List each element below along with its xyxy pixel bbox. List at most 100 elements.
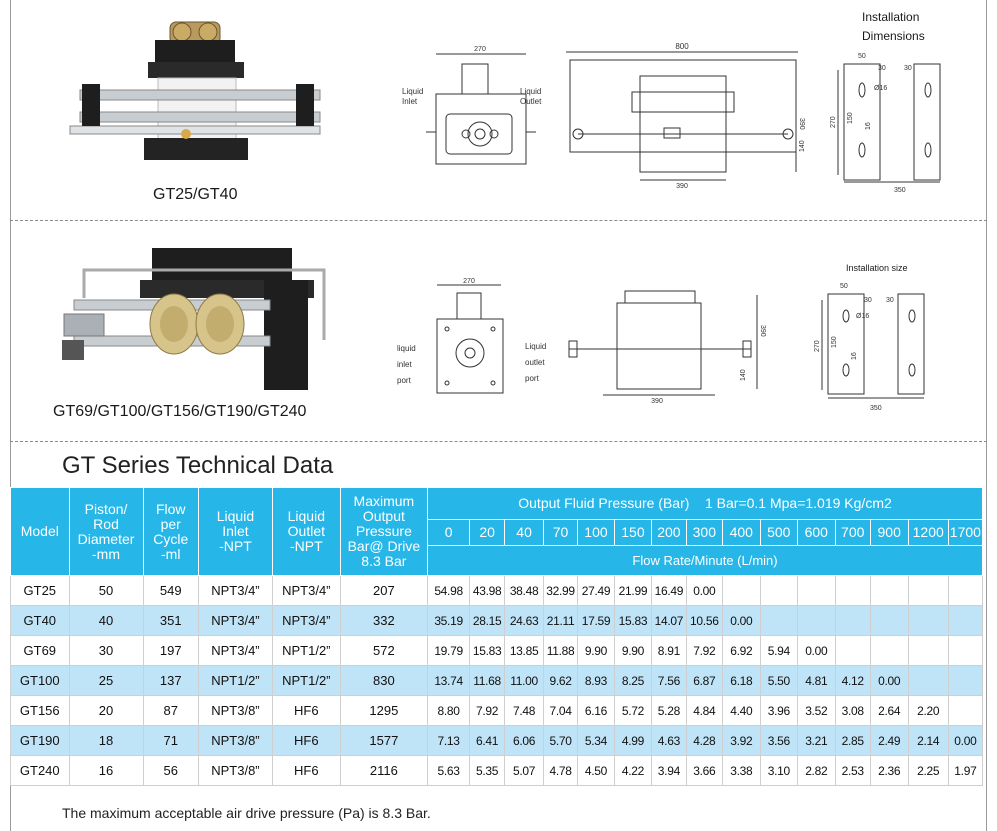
liquid-outlet-label-1: Liquid	[520, 87, 541, 96]
cell-flow-rate: 0.00	[947, 725, 984, 756]
cell-flow-rate: 4.63	[650, 725, 687, 756]
cell-dia: 16	[68, 755, 144, 786]
hdr-flow-3: Cycle	[153, 530, 189, 547]
mid-inst-16: 16	[851, 352, 858, 360]
cell-model: GT240	[10, 755, 70, 786]
cell-flow-rate: 3.21	[796, 725, 836, 756]
cell-flow-rate: 4.22	[613, 755, 652, 786]
cell-flow-rate: 5.94	[759, 635, 798, 666]
cell-model: GT156	[10, 695, 70, 726]
cell-maxp: 1577	[339, 725, 429, 756]
cell-flow-rate	[869, 635, 909, 666]
cell-flow-rate: 43.98	[469, 575, 506, 606]
hdr-model: Model	[10, 487, 70, 576]
cell-flow-rate: 5.34	[576, 725, 615, 756]
cell-flow-rate: 11.00	[504, 665, 545, 696]
cell-flow-rate: 2.20	[907, 695, 949, 726]
cell-flow: 137	[142, 665, 199, 696]
mid-inst-50: 50	[840, 283, 848, 290]
divider-middle	[10, 441, 987, 442]
cell-flow-rate: 19.79	[427, 635, 471, 666]
gt25-product-photo	[69, 21, 321, 160]
mid-dim-390-bottom: 390	[651, 398, 663, 405]
hdr-output-pressure: Output Fluid Pressure (Bar) 1 Bar=0.1 Mp…	[427, 487, 983, 520]
cell-flow-rate	[796, 575, 836, 606]
inst-30a: 30	[878, 65, 886, 72]
cell-maxp: 1295	[339, 695, 429, 726]
cell-maxp: 2116	[339, 755, 429, 786]
cell-flow-rate: 27.49	[576, 575, 615, 606]
mid-inlet-2: inlet	[397, 360, 412, 369]
cell-flow-rate: 5.35	[469, 755, 506, 786]
cell-flow-rate	[834, 635, 871, 666]
gt69-front-drawing: 270 liquid inlet port Liquid outlet port	[397, 278, 546, 394]
hdr-outlet-1: Liquid	[287, 508, 325, 524]
mid-dim-390-right: 390	[759, 325, 766, 337]
cell-maxp: 572	[339, 635, 429, 666]
cell-flow-rate	[834, 605, 871, 636]
install-title-1: Installation	[862, 10, 920, 24]
cell-flow-rate: 15.83	[613, 605, 652, 636]
cell-flow-rate	[721, 575, 761, 606]
cell-flow-rate: 5.70	[543, 725, 578, 756]
cell-flow-rate	[834, 575, 871, 606]
cell-flow-rate	[947, 635, 984, 666]
liquid-inlet-label-1: Liquid	[402, 87, 423, 96]
cell-flow-rate: 38.48	[504, 575, 545, 606]
cell-dia: 18	[68, 725, 144, 756]
hdr-outlet-2: Outlet	[287, 523, 325, 539]
mid-outlet-3: port	[525, 374, 540, 383]
dim-390-bottom: 390	[676, 183, 688, 190]
cell-flow-rate: 21.11	[543, 605, 578, 636]
table-title: GT Series Technical Data	[62, 452, 334, 479]
gt69-product-photo	[62, 248, 326, 390]
cell-flow-rate: 9.90	[576, 635, 615, 666]
mid-inlet-1: liquid	[397, 344, 416, 353]
top-caption: GT25/GT40	[153, 186, 238, 203]
cell-flow-rate	[947, 575, 984, 606]
inst-270: 270	[830, 116, 837, 128]
cell-flow-rate	[907, 575, 949, 606]
cell-flow-rate: 3.10	[759, 755, 798, 786]
cell-flow-rate: 21.99	[613, 575, 652, 606]
pressure-header-cell: 300	[685, 519, 723, 546]
hdr-flow-4: -ml	[161, 545, 181, 562]
cell-flow-rate: 7.04	[543, 695, 578, 726]
dim-270-mid: 270	[463, 278, 475, 285]
cell-flow-rate	[947, 665, 984, 696]
cell-flow-rate: 28.15	[469, 605, 506, 636]
mid-inst-270: 270	[814, 340, 821, 352]
cell-flow-rate: 4.12	[834, 665, 871, 696]
cell-dia: 50	[68, 575, 144, 606]
hdr-piston-4: -mm	[92, 545, 121, 562]
cell-flow: 71	[142, 725, 199, 756]
cell-dia: 25	[68, 665, 144, 696]
hdr-outlet-3: -NPT	[289, 538, 323, 554]
cell-outlet: HF6	[271, 725, 341, 756]
cell-flow-rate: 6.41	[469, 725, 506, 756]
tech-data-table: Model Piston/ Rod Diameter -mm Flow per …	[10, 487, 984, 786]
cell-flow-rate: 8.91	[650, 635, 687, 666]
dim-270: 270	[474, 46, 486, 53]
cell-outlet: NPT1/2”	[271, 635, 341, 666]
cell-flow-rate: 3.96	[759, 695, 798, 726]
cell-outlet: NPT3/4”	[271, 575, 341, 606]
cell-flow-rate	[869, 605, 909, 636]
cell-outlet: HF6	[271, 755, 341, 786]
cell-flow-rate: 14.07	[650, 605, 687, 636]
pressure-header-cell: 400	[721, 519, 761, 546]
mid-outlet-2: outlet	[525, 358, 545, 367]
cell-flow-rate	[947, 695, 984, 726]
cell-flow-rate	[907, 635, 949, 666]
hdr-piston-2: Rod	[93, 515, 119, 532]
cell-flow-rate: 2.82	[796, 755, 836, 786]
cell-flow-rate: 9.90	[613, 635, 652, 666]
cell-flow-rate: 15.83	[469, 635, 506, 666]
cell-flow-rate: 5.72	[613, 695, 652, 726]
cell-flow-rate: 0.00	[869, 665, 909, 696]
cell-flow-rate: 13.74	[427, 665, 471, 696]
cell-flow-rate: 2.14	[907, 725, 949, 756]
